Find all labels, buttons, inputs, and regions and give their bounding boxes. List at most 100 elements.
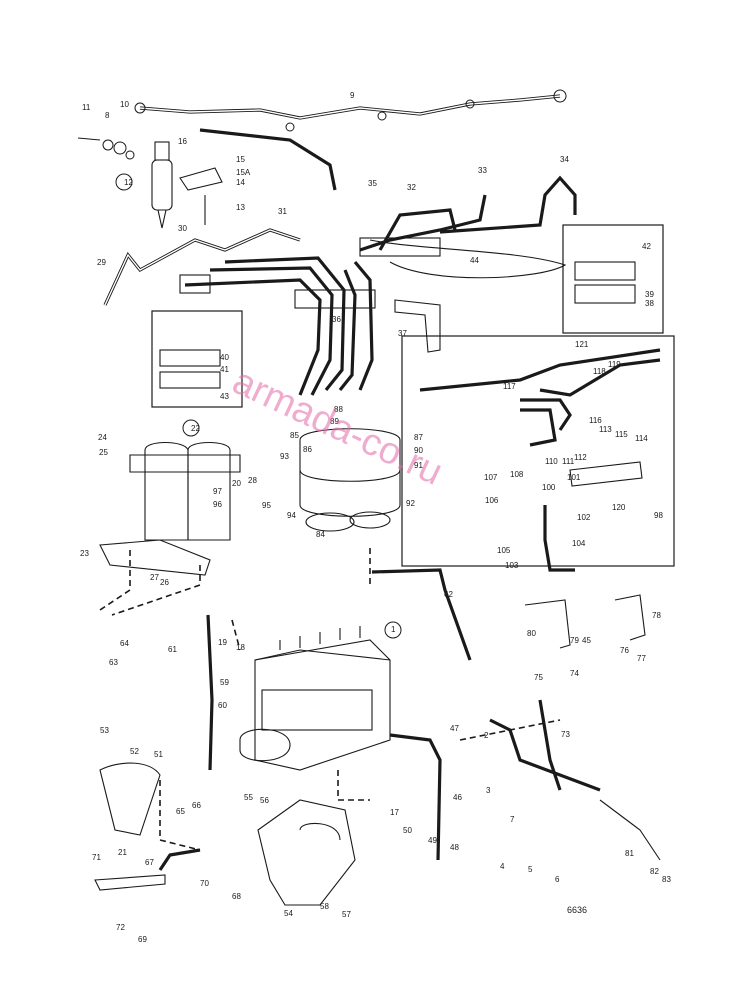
part-label-104: 104 xyxy=(572,539,586,548)
part-label-16: 16 xyxy=(178,137,187,146)
part-label-34: 34 xyxy=(560,155,569,164)
part-label-60: 60 xyxy=(218,701,227,710)
part-label-18: 18 xyxy=(236,643,245,652)
part-label-64: 64 xyxy=(120,639,129,648)
part-label-27: 27 xyxy=(150,573,159,582)
part-label-6: 6 xyxy=(555,875,560,884)
part-label-105: 105 xyxy=(497,546,511,555)
part-label-117: 117 xyxy=(503,382,516,391)
part-label-66: 66 xyxy=(192,801,201,810)
part-label-112: 112 xyxy=(574,453,587,462)
part-label-74: 74 xyxy=(570,669,579,678)
part-label-3: 3 xyxy=(486,786,491,795)
pipe-detail-box xyxy=(401,335,675,567)
part-label-9: 9 xyxy=(350,91,355,100)
part-label-50: 50 xyxy=(403,826,412,835)
part-label-85: 85 xyxy=(290,431,299,440)
part-label-68: 68 xyxy=(232,892,241,901)
part-label-35: 35 xyxy=(368,179,377,188)
part-label-52: 52 xyxy=(130,747,139,756)
part-label-5: 5 xyxy=(528,865,533,874)
part-label-29: 29 xyxy=(97,258,106,267)
part-label-98: 98 xyxy=(654,511,663,520)
part-label-102: 102 xyxy=(577,513,591,522)
part-label-97: 97 xyxy=(213,487,222,496)
part-label-39: 39 xyxy=(645,290,654,299)
part-label-94: 94 xyxy=(287,511,296,520)
part-label-113: 113 xyxy=(599,425,612,434)
part-label-21: 21 xyxy=(118,848,127,857)
part-label-46: 46 xyxy=(453,793,462,802)
part-label-67: 67 xyxy=(145,858,154,867)
part-label-54: 54 xyxy=(284,909,293,918)
part-label-25: 25 xyxy=(99,448,108,457)
part-label-4: 4 xyxy=(500,862,505,871)
part-label-118: 118 xyxy=(593,367,606,376)
part-label-106: 106 xyxy=(485,496,499,505)
part-label-88: 88 xyxy=(334,405,343,414)
part-label-69: 69 xyxy=(138,935,147,944)
diagram-artwork xyxy=(77,89,675,906)
part-label-96: 96 xyxy=(213,500,222,509)
part-label-90: 90 xyxy=(414,446,423,455)
part-label-57: 57 xyxy=(342,910,351,919)
clamp-detail-box-right xyxy=(562,224,664,334)
part-label-92: 92 xyxy=(406,499,415,508)
part-label-121: 121 xyxy=(575,340,589,349)
part-label-44: 44 xyxy=(470,256,479,265)
part-label-80: 80 xyxy=(527,629,536,638)
part-label-12: 12 xyxy=(124,178,133,187)
part-label-19: 19 xyxy=(218,638,227,647)
part-label-78: 78 xyxy=(652,611,661,620)
part-label-30: 30 xyxy=(178,224,187,233)
part-label-84: 84 xyxy=(316,530,325,539)
part-label-15A: 15A xyxy=(236,168,251,177)
part-label-101: 101 xyxy=(567,473,581,482)
watermark: armada-co.ru xyxy=(226,360,449,494)
part-label-20: 20 xyxy=(232,479,241,488)
part-label-107: 107 xyxy=(484,473,498,482)
part-label-115: 115 xyxy=(615,430,628,439)
part-label-10: 10 xyxy=(120,100,129,109)
part-label-116: 116 xyxy=(589,416,602,425)
part-label-8: 8 xyxy=(105,111,110,120)
drawing-code: 6636 xyxy=(567,905,587,915)
part-label-43: 43 xyxy=(220,392,229,401)
part-label-76: 76 xyxy=(620,646,629,655)
part-label-63: 63 xyxy=(109,658,118,667)
part-label-83: 83 xyxy=(662,875,671,884)
part-label-51: 51 xyxy=(154,750,163,759)
part-label-65: 65 xyxy=(176,807,185,816)
part-label-108: 108 xyxy=(510,470,524,479)
part-label-11: 11 xyxy=(82,103,91,112)
part-label-7: 7 xyxy=(510,815,515,824)
part-label-70: 70 xyxy=(200,879,209,888)
part-label-32: 32 xyxy=(407,183,416,192)
part-label-26: 26 xyxy=(160,578,169,587)
part-label-38: 38 xyxy=(645,299,654,308)
part-label-47: 47 xyxy=(450,724,459,733)
clamp-detail-box-left xyxy=(151,310,243,408)
part-label-82: 82 xyxy=(650,867,659,876)
part-label-45: 45 xyxy=(582,636,591,645)
part-label-71: 71 xyxy=(92,853,101,862)
part-label-42: 42 xyxy=(642,242,651,251)
part-label-37: 37 xyxy=(398,329,407,338)
part-label-53: 53 xyxy=(100,726,109,735)
part-label-87: 87 xyxy=(414,433,423,442)
part-label-48: 48 xyxy=(450,843,459,852)
part-label-55: 55 xyxy=(244,793,253,802)
part-label-89: 89 xyxy=(330,417,339,426)
part-label-56: 56 xyxy=(260,796,269,805)
part-label-58: 58 xyxy=(320,902,329,911)
part-label-114: 114 xyxy=(635,434,648,443)
part-label-79: 79 xyxy=(570,636,579,645)
part-label-81: 81 xyxy=(625,849,634,858)
part-label-1: 1 xyxy=(391,625,396,634)
part-label-2: 2 xyxy=(484,731,489,740)
part-label-119: 119 xyxy=(608,360,621,369)
part-label-103: 103 xyxy=(505,561,519,570)
part-label-15: 15 xyxy=(236,155,245,164)
part-label-72: 72 xyxy=(116,923,125,932)
